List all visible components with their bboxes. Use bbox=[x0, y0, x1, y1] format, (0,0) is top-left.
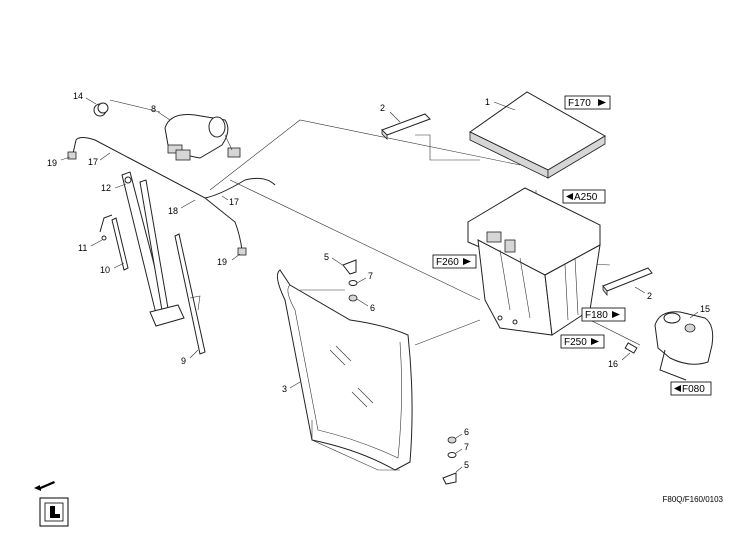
callout-5-lower: 5 bbox=[455, 460, 469, 473]
part-washer-hose bbox=[67, 137, 276, 256]
callout-number: 9 bbox=[181, 356, 186, 366]
seat-cab-icon bbox=[39, 497, 69, 527]
callout-number: 12 bbox=[101, 183, 111, 193]
ref-f260[interactable]: F260 bbox=[432, 254, 477, 269]
callout-number: 19 bbox=[217, 257, 227, 267]
callout-12: 12 bbox=[101, 183, 127, 193]
callout-19-left: 19 bbox=[47, 156, 71, 168]
callout-number: 7 bbox=[464, 442, 469, 452]
callout-number: 5 bbox=[464, 460, 469, 470]
callout-number: 15 bbox=[700, 304, 710, 314]
part-wiper-arm bbox=[121, 171, 185, 327]
part-filter-panel bbox=[469, 91, 606, 179]
callout-5-upper: 5 bbox=[324, 252, 345, 267]
exit-arrow-icon bbox=[34, 481, 55, 491]
drawing-code: F80Q/F160/0103 bbox=[662, 495, 723, 504]
callout-number: 10 bbox=[100, 265, 110, 275]
ref-label: F180 bbox=[585, 310, 608, 321]
callout-19-right: 19 bbox=[217, 253, 241, 267]
ref-f080[interactable]: F080 bbox=[670, 381, 712, 396]
part-wiper-motor bbox=[164, 114, 241, 161]
part-bushing bbox=[93, 102, 109, 117]
arrow-right-icon bbox=[598, 99, 606, 106]
ref-label: F170 bbox=[568, 98, 591, 109]
callout-6-lower: 6 bbox=[455, 427, 469, 439]
callout-8: 8 bbox=[151, 104, 171, 121]
callout-7-lower: 7 bbox=[455, 442, 469, 454]
arrow-right-icon bbox=[591, 338, 599, 345]
part-seal-strip-lower bbox=[602, 267, 653, 297]
part-wiper-blade bbox=[174, 233, 206, 355]
ref-label: F250 bbox=[564, 337, 587, 348]
part-fastener-upper bbox=[342, 259, 358, 302]
callout-17-left: 17 bbox=[88, 152, 111, 167]
callout-18: 18 bbox=[168, 199, 196, 216]
callout-7-upper: 7 bbox=[356, 271, 373, 284]
callout-2-lower: 2 bbox=[634, 286, 652, 301]
ref-f170[interactable]: F170 bbox=[564, 95, 611, 110]
part-housing bbox=[467, 187, 601, 336]
callout-number: 7 bbox=[368, 271, 373, 281]
callout-number: 18 bbox=[168, 206, 178, 216]
callout-15: 15 bbox=[689, 304, 710, 319]
callout-number: 17 bbox=[229, 197, 239, 207]
arrow-left-icon bbox=[566, 193, 573, 200]
callout-number: 19 bbox=[47, 158, 57, 168]
part-nozzle bbox=[624, 342, 638, 354]
callout-number: 6 bbox=[464, 427, 469, 437]
callout-number: 6 bbox=[370, 303, 375, 313]
callout-17-right: 17 bbox=[221, 195, 239, 207]
callout-number: 2 bbox=[380, 103, 385, 113]
callout-6-upper: 6 bbox=[356, 298, 375, 313]
part-fastener-lower bbox=[442, 436, 457, 485]
callout-number: 17 bbox=[88, 157, 98, 167]
ref-label: A250 bbox=[574, 192, 598, 203]
arrow-right-icon bbox=[612, 311, 620, 318]
callout-number: 8 bbox=[151, 104, 156, 114]
callout-number: 14 bbox=[73, 91, 83, 101]
arrow-left-icon bbox=[674, 385, 681, 392]
callout-2-upper: 2 bbox=[380, 103, 401, 123]
callout-10: 10 bbox=[100, 262, 125, 275]
callout-number: 3 bbox=[282, 384, 287, 394]
ref-label: F260 bbox=[436, 257, 459, 268]
part-washer-tank bbox=[654, 311, 714, 381]
callout-11: 11 bbox=[78, 239, 103, 253]
callout-9: 9 bbox=[181, 349, 199, 366]
callout-1: 1 bbox=[485, 97, 516, 111]
ref-f250[interactable]: F250 bbox=[560, 334, 605, 349]
part-wiper-small bbox=[99, 214, 129, 271]
arrow-right-icon bbox=[463, 258, 471, 265]
callout-number: 1 bbox=[485, 97, 490, 107]
ref-a250[interactable]: A250 bbox=[562, 189, 606, 204]
callout-14: 14 bbox=[73, 91, 97, 105]
part-windshield bbox=[276, 269, 413, 471]
callout-number: 5 bbox=[324, 252, 329, 262]
part-seal-strip-upper bbox=[381, 113, 431, 140]
ref-f180[interactable]: F180 bbox=[581, 307, 626, 322]
callout-number: 16 bbox=[608, 359, 618, 369]
callout-number: 11 bbox=[78, 243, 87, 253]
callout-number: 2 bbox=[647, 291, 652, 301]
ref-label: F080 bbox=[682, 384, 705, 395]
callout-16: 16 bbox=[608, 352, 631, 369]
callout-3: 3 bbox=[282, 381, 301, 394]
